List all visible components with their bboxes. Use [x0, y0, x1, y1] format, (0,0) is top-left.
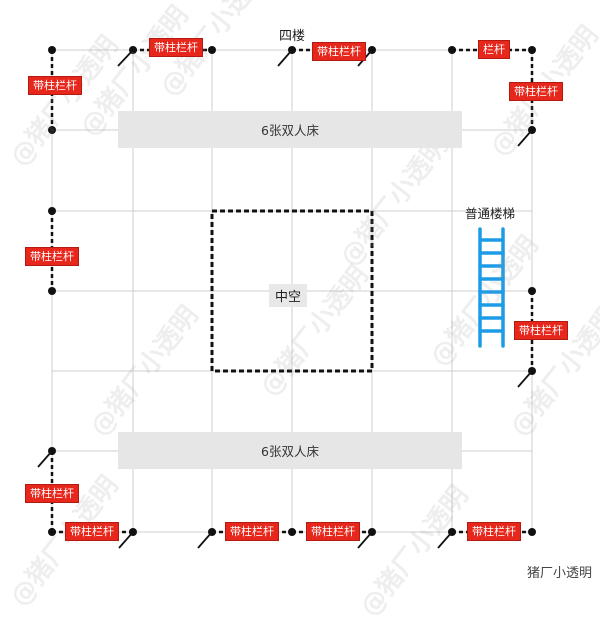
railing-label-bottom-left: 带柱栏杆 [65, 522, 119, 541]
beds-top: 6张双人床 [118, 111, 462, 148]
railing-label-top-mid1: 带柱栏杆 [149, 38, 203, 57]
posts [48, 46, 536, 536]
credit-text: 猪厂小透明 [526, 565, 592, 580]
stairs-icon [478, 227, 505, 348]
railing-label-bottom-right: 带柱栏杆 [467, 522, 521, 541]
atrium-outline [210, 209, 374, 373]
railing-label-left-bottom: 带柱栏杆 [25, 484, 79, 503]
railing-label-left-mid: 带柱栏杆 [25, 247, 79, 266]
floor-title: 四楼 [279, 29, 306, 44]
railing-label-right-mid: 带柱栏杆 [514, 321, 568, 340]
railing-label-bottom-mid1: 带柱栏杆 [225, 522, 279, 541]
railing-label-bottom-mid2: 带柱栏杆 [306, 522, 360, 541]
stairs-label: 普通楼梯 [465, 206, 516, 221]
beds-bottom: 6张双人床 [118, 432, 462, 469]
railing-label-top-left: 带柱栏杆 [28, 76, 82, 95]
atrium-label: 中空 [269, 284, 308, 307]
railing-label-top-right: 栏杆 [478, 40, 510, 59]
railing-label-top-mid2: 带柱栏杆 [312, 42, 366, 61]
railing-label-right-top: 带柱栏杆 [509, 82, 563, 101]
